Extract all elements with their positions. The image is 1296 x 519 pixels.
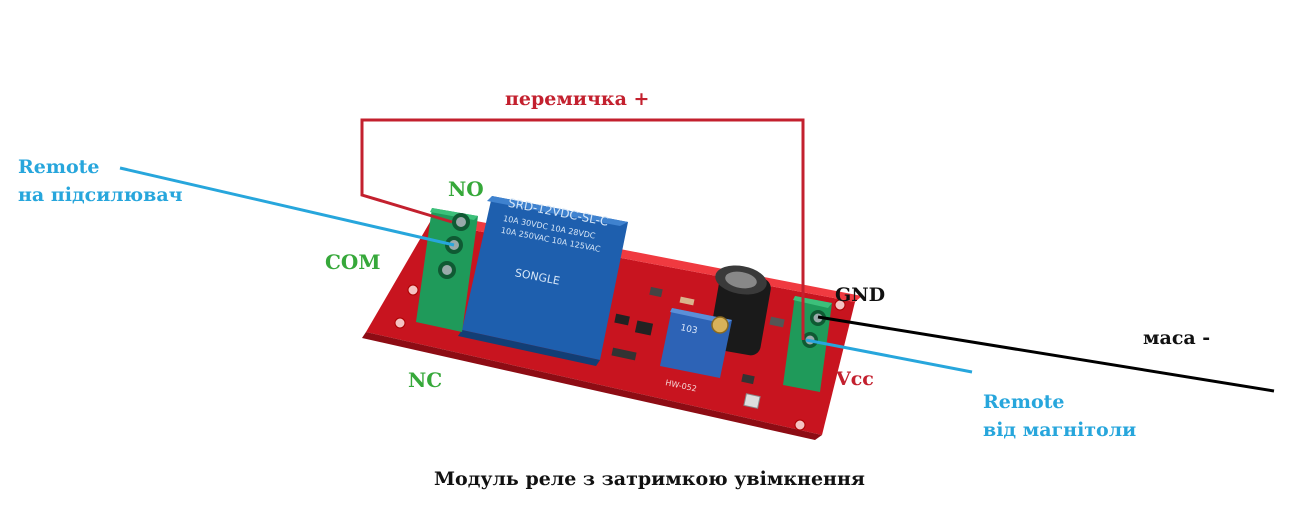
- jumper-wire: [360, 118, 805, 340]
- nc-label: NC: [408, 368, 443, 392]
- potentiometer: 103: [660, 308, 732, 378]
- potentiometer-text: 103: [679, 323, 698, 336]
- remote-hu-wire: [805, 338, 973, 374]
- power-terminal-block: [783, 296, 832, 392]
- remote-hu-label-2: від магнітоли: [983, 419, 1137, 441]
- remote-hu-label-1: Remote: [983, 391, 1065, 413]
- com-label: COM: [325, 250, 381, 274]
- no-label: NO: [448, 177, 484, 201]
- remote-amp-label-1: Remote: [18, 156, 100, 178]
- gnd-label: GND: [835, 284, 886, 306]
- remote-amp-wire: [119, 166, 455, 247]
- jumper-label: перемичка +: [505, 88, 650, 110]
- remote-amp-label-2: на підсилювач: [18, 184, 183, 206]
- ground-label: маса -: [1143, 327, 1211, 349]
- vcc-label: Vcc: [836, 368, 874, 390]
- relay: SRD-12VDC-SL-C 10A 30VDC 10A 28VDC 10A 2…: [458, 196, 628, 366]
- caption: Модуль реле з затримкою увімкнення: [434, 468, 865, 490]
- ground-wire: [817, 315, 1275, 393]
